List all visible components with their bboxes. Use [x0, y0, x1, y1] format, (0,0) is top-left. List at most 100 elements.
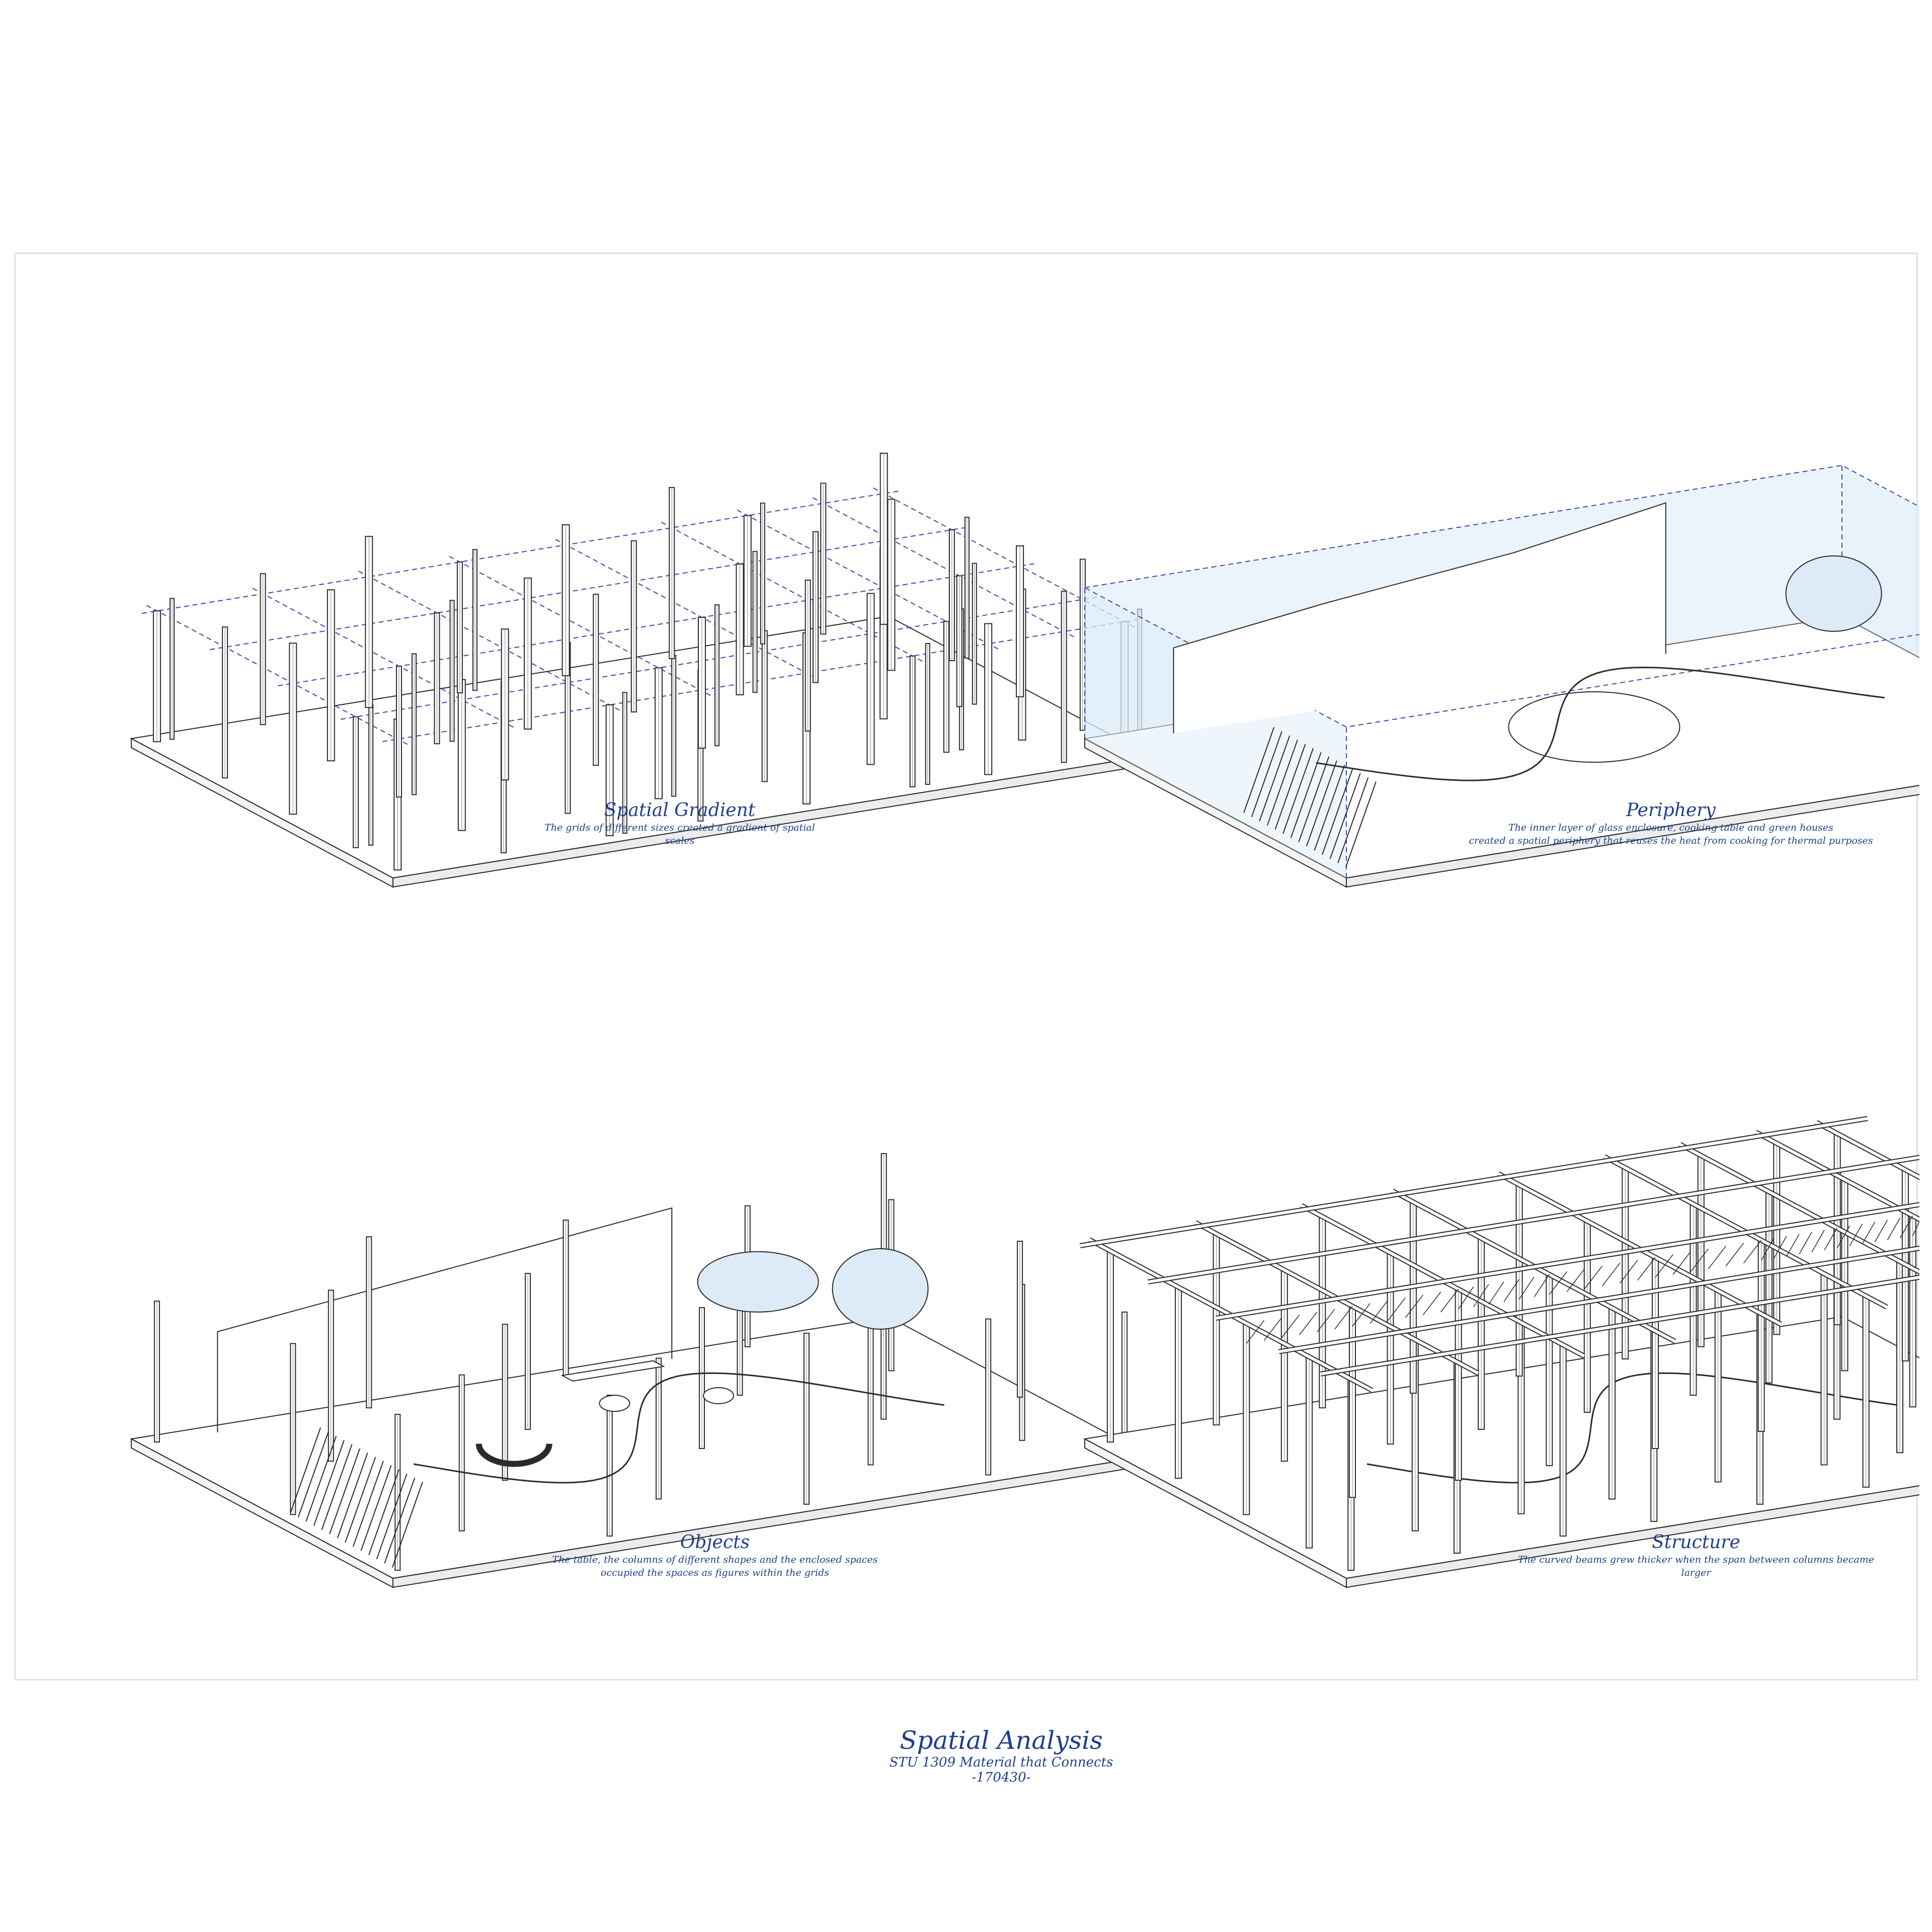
- caption-title: Structure: [1652, 1532, 1740, 1553]
- grid-line: [737, 509, 999, 650]
- truss-member: [1387, 1297, 1406, 1321]
- caption-title: Objects: [680, 1532, 750, 1553]
- louver-fin: [376, 1473, 408, 1560]
- grid-line: [449, 556, 711, 696]
- truss-member: [1912, 1220, 1919, 1236]
- beam-fill: [1148, 1156, 1919, 1283]
- truss-member: [1473, 1284, 1489, 1307]
- truss-member: [1849, 1224, 1863, 1247]
- truss-member: [1637, 1257, 1656, 1281]
- louver-fin: [1243, 727, 1275, 813]
- inner-wall: [1173, 502, 1666, 734]
- grid-line: [555, 539, 818, 679]
- truss-member: [1620, 1260, 1638, 1283]
- truss-member: [1862, 1222, 1876, 1244]
- truss-member: [1246, 1320, 1265, 1344]
- louver-fin: [1274, 744, 1306, 830]
- truss-member: [1317, 1309, 1335, 1333]
- beam-fill: [1320, 1275, 1919, 1376]
- louver-fin: [329, 1448, 361, 1535]
- curved-table: [413, 1372, 944, 1484]
- louver-fin: [1266, 740, 1298, 826]
- louver-fin: [345, 1457, 376, 1543]
- truss-member: [1799, 1232, 1812, 1255]
- truss-member: [1743, 1240, 1762, 1264]
- truss-member: [1488, 1281, 1504, 1305]
- truss-member: [1899, 1216, 1913, 1238]
- beam-fill: [1679, 1143, 1919, 1274]
- objects-drawing: [129, 1153, 1152, 1588]
- caption-text: The curved beams grew thicker when the s…: [1518, 1554, 1874, 1578]
- louver-fin: [313, 1440, 345, 1526]
- truss-member: [1811, 1230, 1825, 1253]
- louver-fin: [297, 1431, 329, 1518]
- sheet-subtitle: STU 1309 Material that Connects: [889, 1755, 1113, 1770]
- caption-spatial-gradient: Spatial Gradient The grids of different …: [539, 800, 821, 847]
- truss-member: [1887, 1218, 1901, 1240]
- truss-member: [1405, 1295, 1424, 1318]
- round-object: [703, 1387, 735, 1404]
- green-house: [832, 1248, 929, 1330]
- truss-member: [1299, 1312, 1318, 1335]
- caption-text: The grids of different sizes created a g…: [544, 822, 815, 846]
- louver-fin: [384, 1477, 416, 1564]
- sheet-title: Spatial Analysis: [900, 1726, 1103, 1755]
- green-house: [697, 1251, 819, 1313]
- caption-periphery: Periphery The inner layer of glass enclo…: [1465, 800, 1877, 847]
- grid-line: [252, 588, 515, 728]
- table-loop: [1508, 691, 1680, 763]
- louver-fin: [321, 1444, 353, 1531]
- truss-member: [1334, 1306, 1353, 1330]
- louver-fin: [1251, 731, 1282, 818]
- truss-member: [1566, 1268, 1585, 1292]
- truss-member: [1503, 1279, 1519, 1303]
- truss-member: [1761, 1238, 1775, 1261]
- truss-member: [1584, 1265, 1603, 1290]
- caption-title: Periphery: [1626, 800, 1716, 821]
- truss-member: [1708, 1245, 1727, 1269]
- beam-fill: [1815, 1121, 1919, 1179]
- louver-fin: [391, 1482, 423, 1568]
- truss-member: [1370, 1300, 1388, 1324]
- structure-drawing: [1079, 1116, 1919, 1588]
- truss-member: [1725, 1243, 1744, 1266]
- truss-member: [1602, 1262, 1621, 1286]
- truss-member: [1774, 1236, 1787, 1259]
- inner-wall: [217, 1207, 673, 1432]
- louver-fin: [1329, 773, 1361, 859]
- spatial-gradient-drawing: [129, 452, 1152, 888]
- truss-member: [1836, 1226, 1850, 1249]
- bench: [560, 1360, 665, 1382]
- truss-member: [1518, 1276, 1535, 1300]
- truss-member: [1263, 1317, 1282, 1341]
- louver-fin: [337, 1453, 368, 1539]
- grid-line: [813, 497, 1075, 638]
- analysis-sheet: Spatial Gradient The grids of different …: [14, 253, 1919, 1680]
- louver-fin: [1306, 760, 1337, 847]
- louver-fin: [1259, 735, 1291, 822]
- louver-fin: [305, 1435, 337, 1522]
- caption-objects: Objects The table, the columns of differ…: [549, 1532, 881, 1579]
- louver-fin: [1337, 777, 1369, 863]
- sheet-code: -170430-: [972, 1770, 1031, 1785]
- louver-fin: [1290, 752, 1322, 838]
- truss-member: [1824, 1228, 1837, 1251]
- louver-fin: [1322, 769, 1353, 855]
- caption-text: created a spatial periphery that reuses …: [1469, 835, 1873, 846]
- sheet-footer: Spatial Analysis STU 1309 Material that …: [765, 1726, 1238, 1785]
- curved-table: [1366, 1372, 1898, 1484]
- truss-member: [1655, 1254, 1673, 1278]
- truss-member: [1549, 1271, 1568, 1295]
- truss-member: [1786, 1234, 1800, 1257]
- green-house: [1785, 555, 1882, 632]
- caption-text: The table, the columns of different shap…: [552, 1554, 878, 1565]
- louver-fin: [1282, 748, 1314, 834]
- louver-fin: [352, 1461, 384, 1547]
- axonometric-drawings: [129, 452, 1919, 1588]
- truss-member: [1352, 1303, 1371, 1327]
- cooking-table: [1316, 667, 1885, 781]
- glass-wall: [1085, 588, 1346, 878]
- truss-member: [1534, 1274, 1550, 1298]
- truss-member: [1458, 1286, 1474, 1310]
- slab-edge: [1346, 785, 1919, 888]
